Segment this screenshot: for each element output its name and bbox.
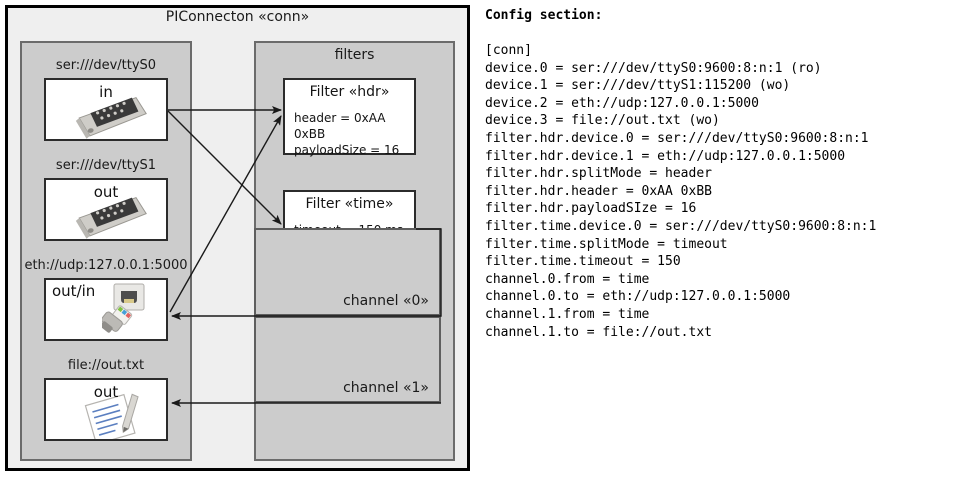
ethernet-plug-icon bbox=[102, 283, 145, 333]
filter-title: Filter «hdr» bbox=[309, 84, 390, 100]
device-direction-label: out bbox=[93, 183, 119, 201]
device-direction-label: in bbox=[99, 83, 113, 101]
channel-box-0[interactable]: channel «0» bbox=[254, 228, 441, 316]
device-box-ttyS0[interactable]: in bbox=[44, 78, 168, 141]
filter-title: Filter «time» bbox=[305, 196, 394, 212]
device-label-file: file://out.txt bbox=[67, 358, 145, 373]
device-direction-label: out/in bbox=[52, 282, 96, 300]
filters-panel-title: filters bbox=[334, 47, 375, 63]
device-label-eth: eth://udp:127.0.0.1:5000 bbox=[24, 258, 188, 273]
device-direction-label: out bbox=[93, 383, 119, 401]
serial-port-icon bbox=[75, 97, 147, 139]
filter-properties: header = 0xAA 0xBB payloadSize = 16 bbox=[294, 111, 400, 157]
config-section: Config section: [conn] device.0 = ser://… bbox=[478, 0, 964, 484]
channel-box-1[interactable]: channel «1» bbox=[254, 316, 441, 403]
config-heading: Config section: bbox=[485, 8, 603, 23]
device-box-ttyS1[interactable]: out bbox=[44, 178, 168, 241]
config-text: [conn] device.0 = ser:///dev/ttyS0:9600:… bbox=[485, 43, 877, 340]
device-label-ttyS0: ser:///dev/ttyS0 bbox=[55, 58, 157, 73]
filter-box-hdr[interactable]: Filter «hdr» header = 0xAA 0xBB payloadS… bbox=[283, 78, 416, 157]
text-file-icon bbox=[84, 393, 139, 439]
device-label-ttyS1: ser:///dev/ttyS1 bbox=[55, 158, 157, 173]
device-box-file[interactable]: out bbox=[44, 378, 168, 441]
serial-port-icon bbox=[75, 197, 147, 239]
channel-label: channel «1» bbox=[343, 380, 429, 396]
diagram-title: PIConnecton «conn» bbox=[165, 9, 310, 25]
architecture-diagram: PIConnecton «conn» ser:///dev/ttyS0 in bbox=[0, 0, 478, 484]
device-box-eth[interactable]: out/in bbox=[44, 278, 168, 341]
channel-label: channel «0» bbox=[343, 293, 429, 309]
